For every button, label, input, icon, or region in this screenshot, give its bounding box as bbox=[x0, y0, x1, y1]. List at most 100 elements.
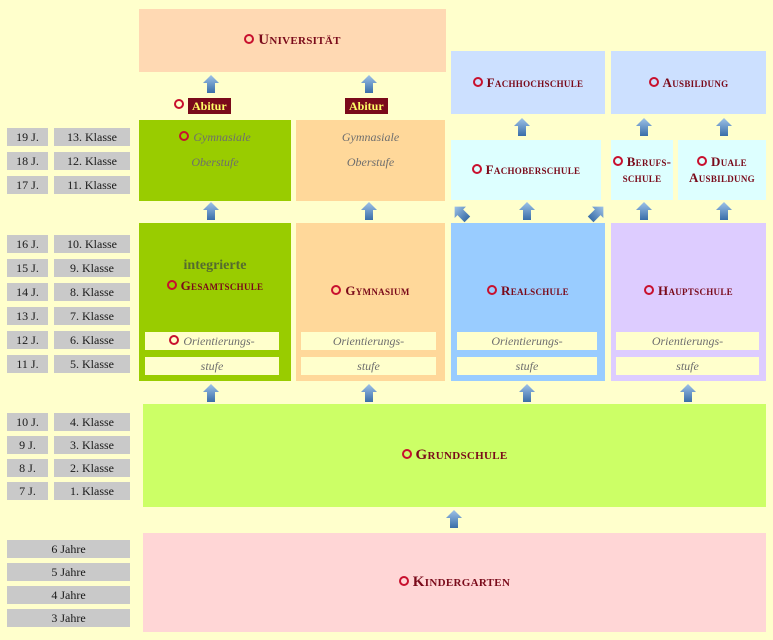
stufe-label: stufe bbox=[200, 359, 224, 373]
universitaet-label: Universität bbox=[258, 32, 341, 48]
berufs-label-1: Berufs- bbox=[626, 154, 672, 169]
up-arrow-icon bbox=[514, 118, 530, 136]
kindergarten-label: Kindergarten bbox=[412, 574, 511, 590]
jahre-cell: 5 Jahre bbox=[7, 563, 130, 581]
klasse-cell: 3. Klasse bbox=[54, 436, 130, 454]
up-arrow-icon bbox=[716, 202, 732, 220]
age-cell: 7 J. bbox=[7, 482, 48, 500]
fachhochschule-label: Fachhochschule bbox=[486, 74, 584, 90]
ring-icon bbox=[401, 449, 412, 460]
ring-icon bbox=[472, 76, 483, 87]
orient-label: Orientierungs- bbox=[183, 334, 255, 348]
age-cell: 8 J. bbox=[7, 459, 48, 477]
age-cell: 16 J. bbox=[7, 235, 48, 253]
integrierte-label: integrierte bbox=[183, 258, 247, 273]
ring-icon bbox=[648, 76, 659, 87]
orient-bar-4a: Orientierungs- bbox=[616, 332, 759, 350]
abitur-label-1: Abitur bbox=[188, 98, 231, 114]
up-arrow-icon bbox=[680, 384, 696, 402]
up-arrow-icon bbox=[636, 202, 652, 220]
orient-bar-1b: stufe bbox=[145, 357, 279, 375]
up-arrow-icon bbox=[587, 206, 604, 223]
klasse-cell: 1. Klasse bbox=[54, 482, 130, 500]
ring-icon bbox=[398, 576, 409, 587]
klasse-cell: 5. Klasse bbox=[54, 355, 130, 373]
klasse-cell: 12. Klasse bbox=[54, 152, 130, 170]
age-cell: 9 J. bbox=[7, 436, 48, 454]
klasse-cell: 2. Klasse bbox=[54, 459, 130, 477]
hauptschule-box: Hauptschule bbox=[611, 223, 766, 381]
klasse-cell: 4. Klasse bbox=[54, 413, 130, 431]
up-arrow-icon bbox=[519, 384, 535, 402]
fachhochschule-box: Fachhochschule bbox=[451, 51, 605, 114]
realschule-label: Realschule bbox=[501, 283, 569, 298]
up-arrow-icon bbox=[203, 384, 219, 402]
jahre-cell: 3 Jahre bbox=[7, 609, 130, 627]
ring-icon bbox=[331, 285, 342, 296]
ring-icon bbox=[244, 34, 255, 45]
ring-icon bbox=[471, 164, 482, 175]
ausbildung-label: Ausbildung bbox=[662, 74, 729, 90]
duale-label-1: Duale bbox=[711, 154, 747, 169]
up-arrow-icon bbox=[361, 75, 377, 93]
universitaet-box: Universität bbox=[139, 9, 446, 72]
orient-bar-1a: Orientierungs- bbox=[145, 332, 279, 350]
gym-oberstufe-gesamtschule: Gymnasiale Oberstufe bbox=[139, 120, 291, 201]
jahre-cell: 4 Jahre bbox=[7, 586, 130, 604]
up-arrow-icon bbox=[519, 202, 535, 220]
age-cell: 12 J. bbox=[7, 331, 48, 349]
ring-icon bbox=[166, 280, 177, 291]
up-arrow-icon bbox=[361, 202, 377, 220]
klasse-cell: 13. Klasse bbox=[54, 128, 130, 146]
up-arrow-icon bbox=[361, 384, 377, 402]
klasse-cell: 6. Klasse bbox=[54, 331, 130, 349]
stufe-label: stufe bbox=[515, 359, 539, 373]
grundschule-box: Grundschule bbox=[143, 404, 766, 507]
gesamtschule-box: integrierte Gesamtschule bbox=[139, 223, 291, 381]
up-arrow-icon bbox=[203, 75, 219, 93]
stufe-label: stufe bbox=[676, 359, 699, 373]
abitur-1: Abitur bbox=[174, 97, 231, 115]
realschule-box: Realschule bbox=[451, 223, 605, 381]
berufsschule-box: Berufs-schule bbox=[611, 140, 673, 200]
orient-label: Orientierungs- bbox=[651, 334, 724, 348]
up-arrow-icon bbox=[636, 118, 652, 136]
kindergarten-box: Kindergarten bbox=[143, 533, 766, 632]
up-arrow-icon bbox=[446, 510, 462, 528]
orient-label: Orientierungs- bbox=[491, 334, 563, 348]
ring-icon bbox=[174, 99, 184, 110]
orient-bar-3b: stufe bbox=[457, 357, 597, 375]
age-cell: 17 J. bbox=[7, 176, 48, 194]
oberstufe-label: Oberstufe bbox=[191, 155, 239, 169]
klasse-cell: 7. Klasse bbox=[54, 307, 130, 325]
ring-icon bbox=[644, 285, 655, 296]
fachoberschule-box: Fachoberschule bbox=[451, 140, 601, 200]
orient-bar-2a: Orientierungs- bbox=[301, 332, 436, 350]
age-cell: 10 J. bbox=[7, 413, 48, 431]
gymnasium-box: Gymnasium bbox=[296, 223, 445, 381]
klasse-cell: 11. Klasse bbox=[54, 176, 130, 194]
ring-icon bbox=[169, 335, 180, 346]
gym-oberstufe-label: Gymnasiale bbox=[341, 130, 400, 144]
up-arrow-icon bbox=[454, 206, 471, 223]
orient-bar-3a: Orientierungs- bbox=[457, 332, 597, 350]
stufe-label: stufe bbox=[357, 359, 380, 373]
ring-icon bbox=[179, 131, 190, 142]
ring-icon bbox=[487, 285, 498, 296]
ring-icon bbox=[697, 156, 708, 167]
orient-bar-2b: stufe bbox=[301, 357, 436, 375]
abitur-2: Abitur bbox=[345, 97, 388, 115]
fachoberschule-label: Fachoberschule bbox=[485, 162, 581, 177]
jahre-cell: 6 Jahre bbox=[7, 540, 130, 558]
klasse-cell: 9. Klasse bbox=[54, 259, 130, 277]
up-arrow-icon bbox=[203, 202, 219, 220]
age-cell: 18 J. bbox=[7, 152, 48, 170]
age-cell: 15 J. bbox=[7, 259, 48, 277]
ring-icon bbox=[612, 156, 623, 167]
berufs-label-2: schule bbox=[622, 170, 662, 185]
age-cell: 11 J. bbox=[7, 355, 48, 373]
ausbildung-box: Ausbildung bbox=[611, 51, 766, 114]
gesamtschule-label: Gesamtschule bbox=[180, 278, 264, 293]
